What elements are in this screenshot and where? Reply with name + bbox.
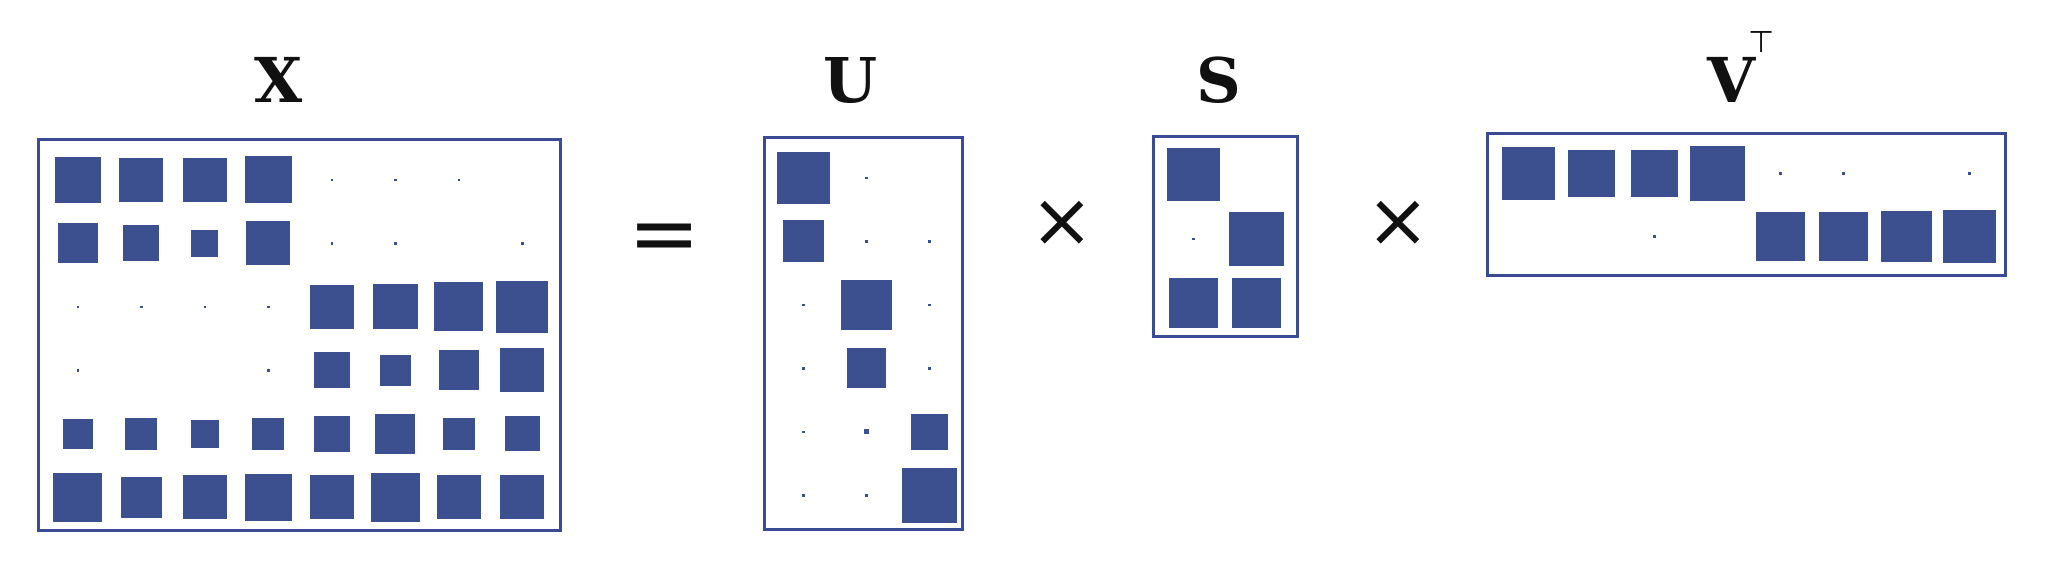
matrix-vt bbox=[1486, 132, 2007, 277]
x-cell-r0-c2 bbox=[182, 157, 227, 202]
x-cell-r3-c7 bbox=[500, 348, 545, 393]
u-cell-r3-c0 bbox=[802, 367, 805, 370]
s-cell-r0-c0 bbox=[1166, 148, 1220, 202]
x-cell-r4-c5 bbox=[375, 413, 416, 454]
x-cell-r5-c3 bbox=[244, 473, 292, 521]
x-cell-r5-c7 bbox=[500, 475, 545, 520]
u-cell-r4-c1 bbox=[863, 429, 870, 435]
x-cell-r2-c1 bbox=[140, 305, 143, 308]
x-cell-r5-c0 bbox=[53, 472, 103, 522]
vt-cell-r0-c3 bbox=[1690, 146, 1745, 201]
matrix-s-label: S bbox=[1196, 44, 1241, 117]
vt-cell-r0-c5 bbox=[1842, 172, 1845, 175]
x-cell-r0-c5 bbox=[394, 178, 397, 181]
u-cell-r3-c1 bbox=[846, 348, 887, 389]
u-cell-r2-c1 bbox=[841, 279, 892, 330]
vt-cell-r0-c7 bbox=[1968, 172, 1971, 175]
vt-cell-r0-c4 bbox=[1779, 172, 1782, 175]
x-cell-r2-c7 bbox=[496, 280, 549, 333]
u-cell-r1-c0 bbox=[782, 220, 825, 263]
u-cell-r5-c2 bbox=[901, 467, 958, 523]
x-cell-r4-c4 bbox=[313, 415, 350, 452]
s-cell-r1-c1 bbox=[1229, 211, 1284, 267]
x-cell-r3-c5 bbox=[379, 354, 411, 386]
x-cell-r1-c4 bbox=[330, 242, 333, 245]
u-cell-r5-c0 bbox=[802, 494, 805, 497]
x-cell-r2-c4 bbox=[309, 284, 354, 329]
x-cell-r4-c7 bbox=[504, 416, 540, 452]
x-cell-r2-c3 bbox=[267, 305, 270, 308]
x-cell-r0-c1 bbox=[119, 157, 164, 202]
x-cell-r2-c5 bbox=[372, 284, 418, 330]
x-cell-r0-c0 bbox=[54, 156, 101, 203]
u-cell-r5-c1 bbox=[865, 494, 868, 497]
u-cell-r1-c2 bbox=[927, 239, 932, 243]
transpose-symbol: ⊤ bbox=[1748, 25, 1775, 60]
vt-cell-r1-c2 bbox=[1653, 235, 1656, 238]
x-cell-r4-c2 bbox=[190, 419, 219, 448]
s-cell-r1-c0 bbox=[1192, 237, 1195, 241]
u-cell-r2-c2 bbox=[928, 303, 931, 306]
vt-cell-r1-c6 bbox=[1880, 210, 1933, 263]
s-cell-r2-c0 bbox=[1168, 278, 1219, 328]
x-cell-r3-c4 bbox=[313, 352, 350, 389]
x-cell-r5-c4 bbox=[309, 475, 354, 520]
matrix-u bbox=[763, 136, 964, 531]
vt-cell-r1-c5 bbox=[1818, 211, 1869, 262]
x-cell-r2-c6 bbox=[434, 282, 484, 332]
u-cell-r3-c2 bbox=[928, 367, 931, 370]
x-cell-r1-c1 bbox=[123, 225, 160, 262]
x-cell-r4-c0 bbox=[62, 418, 93, 449]
x-cell-r3-c3 bbox=[267, 369, 270, 372]
vt-cell-r0-c1 bbox=[1567, 149, 1616, 198]
equals-sign: = bbox=[628, 183, 701, 283]
u-cell-r0-c1 bbox=[865, 176, 868, 179]
u-cell-r0-c0 bbox=[777, 151, 830, 204]
matrix-s bbox=[1152, 135, 1299, 338]
x-cell-r0-c3 bbox=[244, 156, 292, 204]
times-sign-2: × bbox=[1366, 175, 1430, 264]
matrix-vt-label: V bbox=[1707, 44, 1756, 117]
x-cell-r4-c6 bbox=[442, 417, 475, 450]
x-cell-r4-c1 bbox=[125, 417, 158, 450]
vt-cell-r1-c7 bbox=[1942, 209, 1996, 263]
x-cell-r4-c3 bbox=[252, 417, 285, 450]
x-cell-r0-c6 bbox=[457, 178, 460, 181]
x-cell-r1-c2 bbox=[191, 229, 219, 257]
x-cell-r0-c4 bbox=[330, 178, 333, 181]
x-cell-r5-c2 bbox=[182, 475, 227, 520]
matrix-x-label: X bbox=[254, 44, 303, 117]
x-cell-r1-c5 bbox=[394, 242, 397, 245]
x-cell-r3-c6 bbox=[438, 350, 479, 391]
x-cell-r5-c6 bbox=[436, 475, 481, 520]
x-cell-r5-c1 bbox=[120, 476, 162, 518]
x-cell-r1-c3 bbox=[246, 221, 291, 266]
x-cell-r1-c0 bbox=[57, 223, 98, 264]
x-cell-r5-c5 bbox=[370, 472, 420, 522]
vt-cell-r0-c2 bbox=[1631, 150, 1678, 197]
u-cell-r4-c0 bbox=[802, 430, 805, 433]
u-cell-r1-c1 bbox=[865, 240, 868, 243]
vt-cell-r0-c0 bbox=[1502, 147, 1555, 200]
x-cell-r1-c7 bbox=[521, 242, 524, 245]
matrix-x bbox=[37, 138, 562, 532]
x-cell-r2-c2 bbox=[203, 305, 206, 308]
x-cell-r2-c0 bbox=[76, 305, 79, 308]
x-cell-r3-c0 bbox=[76, 369, 79, 372]
matrix-u-label: U bbox=[823, 44, 878, 117]
u-cell-r2-c0 bbox=[802, 303, 805, 306]
vt-cell-r1-c4 bbox=[1756, 212, 1805, 261]
times-sign-1: × bbox=[1030, 175, 1094, 264]
u-cell-r4-c2 bbox=[911, 413, 948, 450]
s-cell-r2-c1 bbox=[1231, 278, 1282, 328]
